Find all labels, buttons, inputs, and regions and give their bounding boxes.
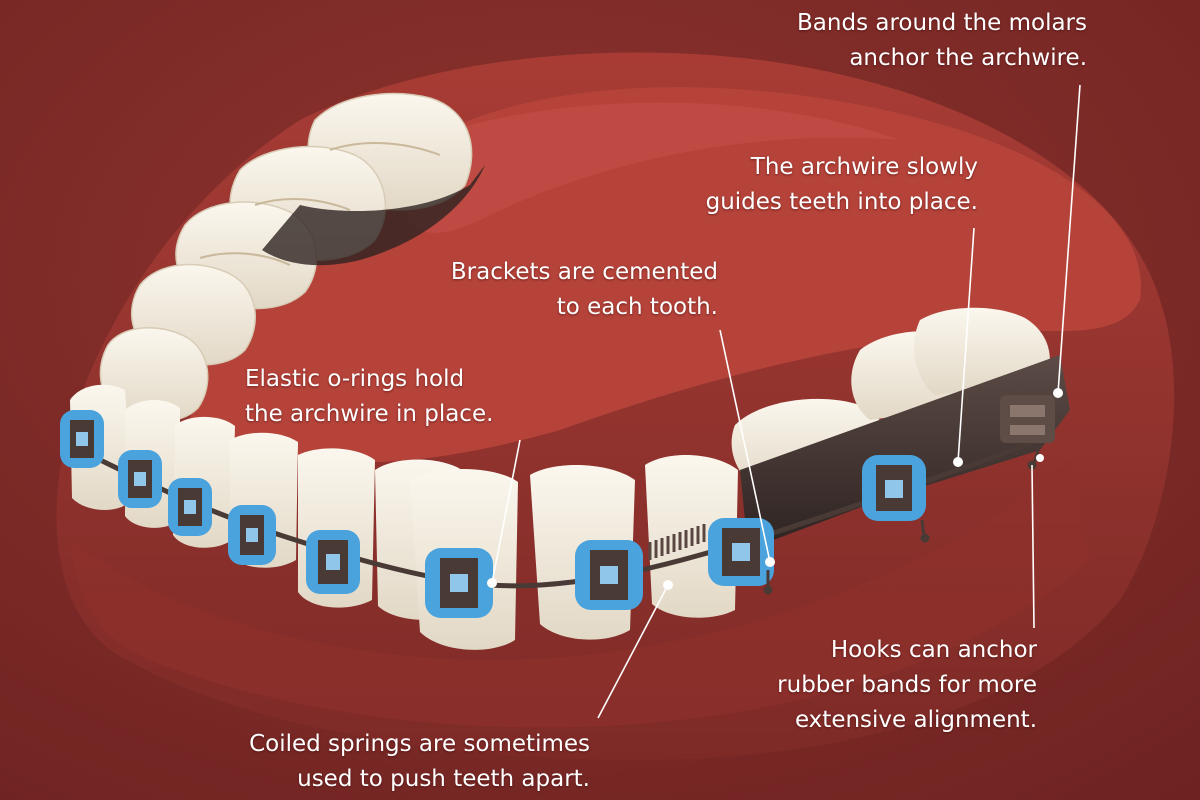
callout-molar-bands: Bands around the molars anchor the archw… bbox=[797, 6, 1087, 76]
molar-band bbox=[740, 355, 1070, 545]
callout-line: anchor the archwire. bbox=[849, 45, 1087, 71]
callout-line: Brackets are cemented bbox=[450, 259, 718, 285]
callout-line: Coiled springs are sometimes bbox=[249, 731, 590, 757]
bracket bbox=[708, 518, 774, 586]
bracket bbox=[168, 478, 212, 536]
bracket bbox=[425, 548, 493, 618]
molar-tube bbox=[1000, 395, 1055, 443]
callout-springs: Coiled springs are sometimes used to pus… bbox=[249, 727, 590, 797]
callout-o-rings: Elastic o-rings hold the archwire in pla… bbox=[245, 362, 493, 432]
bracket bbox=[118, 450, 162, 508]
callout-line: The archwire slowly bbox=[750, 154, 978, 180]
back-molar-shadow bbox=[262, 165, 485, 266]
leader-dots bbox=[487, 388, 1063, 590]
brackets bbox=[60, 410, 926, 618]
callout-line: used to push teeth apart. bbox=[297, 766, 590, 792]
callout-line: rubber bands for more bbox=[777, 672, 1037, 698]
callout-line: Hooks can anchor bbox=[830, 637, 1037, 663]
bracket bbox=[228, 505, 276, 565]
callout-line: the archwire in place. bbox=[245, 401, 494, 427]
callout-line: extensive alignment. bbox=[794, 707, 1037, 733]
right-molars bbox=[731, 307, 1070, 545]
callout-line: guides teeth into place. bbox=[705, 189, 978, 215]
bracket bbox=[862, 455, 926, 521]
callout-hooks: Hooks can anchor rubber bands for more e… bbox=[777, 633, 1037, 738]
callout-brackets: Brackets are cemented to each tooth. bbox=[451, 255, 718, 325]
callout-archwire: The archwire slowly guides teeth into pl… bbox=[706, 150, 978, 220]
tongue-shading bbox=[403, 102, 900, 234]
coiled-spring bbox=[648, 524, 706, 560]
bracket bbox=[60, 410, 104, 468]
bracket bbox=[575, 540, 643, 610]
callout-line: to each tooth. bbox=[556, 294, 718, 320]
leader-lines bbox=[491, 84, 1081, 719]
gum-folds bbox=[70, 460, 1090, 728]
bracket bbox=[306, 530, 360, 594]
callout-line: Elastic o-rings hold bbox=[245, 366, 465, 392]
callout-line: Bands around the molars bbox=[797, 10, 1087, 36]
